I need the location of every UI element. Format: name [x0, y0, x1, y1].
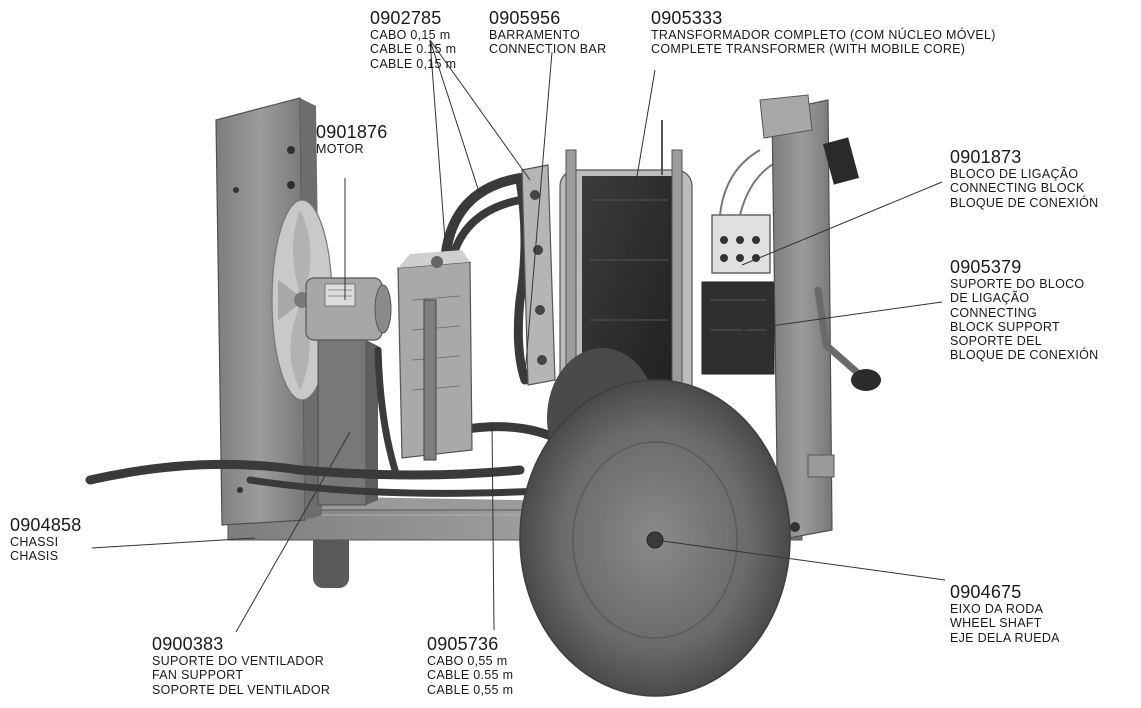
part-code: 0905333	[651, 8, 723, 28]
callout-transformer: 0905333 TRANSFORMADOR COMPLETO (COM NÚCL…	[651, 8, 996, 57]
part-desc: BLOQUE DE CONEXIÓN	[950, 195, 1099, 210]
callout-connecting-block-support: 0905379 SUPORTE DO BLOCO DE LIGAÇÃO CONN…	[950, 257, 1099, 362]
callout-motor: 0901876 MOTOR	[316, 122, 387, 156]
part-code: 0904858	[10, 515, 82, 535]
part-desc: SUPORTE DO BLOCO	[950, 277, 1085, 292]
part-desc: SOPORTE DEL	[950, 333, 1042, 348]
part-desc: BLOCK SUPPORT	[950, 319, 1060, 334]
callout-wheel-shaft: 0904675 EIXO DA RODA WHEEL SHAFT EJE DEL…	[950, 582, 1060, 645]
part-desc: FAN SUPPORT	[152, 668, 244, 683]
adjustment-handle	[814, 286, 881, 391]
part-desc: CABLE 0,55 m	[427, 682, 514, 697]
rectifier-block	[397, 250, 473, 461]
part-desc: CHASSI	[10, 535, 59, 550]
part-code: 0905379	[950, 257, 1022, 277]
rear-foot	[313, 530, 349, 588]
callout-connecting-block: 0901873 BLOCO DE LIGAÇÃO CONNECTING BLOC…	[950, 147, 1099, 210]
part-desc: EJE DELA RUEDA	[950, 630, 1060, 645]
callout-chassis: 0904858 CHASSI CHASIS	[10, 515, 81, 564]
fan-support	[317, 339, 367, 506]
callout-fan-support: 0900383 SUPORTE DO VENTILADOR FAN SUPPOR…	[152, 634, 330, 697]
part-desc: CABLE 0,15 m	[370, 56, 457, 71]
fan-blades	[271, 199, 333, 401]
part-desc: BLOQUE DE CONEXIÓN	[950, 347, 1099, 362]
transformer	[559, 120, 693, 481]
part-desc: COMPLETE TRANSFORMER (WITH MOBILE CORE)	[651, 42, 966, 57]
part-code: 0904675	[950, 582, 1022, 602]
callout-connection-bar: 0905956 BARRAMENTO CONNECTION BAR	[489, 8, 606, 57]
rear-panel	[759, 94, 859, 541]
part-desc: CHASIS	[10, 549, 59, 564]
part-code: 0905956	[489, 8, 561, 28]
part-code: 0902785	[370, 8, 442, 28]
part-desc: TRANSFORMADOR COMPLETO (COM NÚCLEO MÓVEL…	[651, 28, 996, 43]
part-desc: WHEEL SHAFT	[950, 616, 1042, 631]
part-desc: BLOCO DE LIGAÇÃO	[950, 167, 1079, 182]
part-desc: CABLE 0.15 m	[370, 42, 457, 57]
part-desc: SOPORTE DEL VENTILADOR	[152, 682, 331, 697]
part-desc: SUPORTE DO VENTILADOR	[152, 654, 325, 669]
part-code: 0901876	[316, 122, 388, 142]
callout-cable-0-15: 0902785 CABO 0,15 m CABLE 0.15 m CABLE 0…	[370, 8, 456, 71]
part-desc: CABLE 0.55 m	[427, 668, 514, 683]
connecting-block-support	[701, 281, 775, 375]
callout-cable-0-55: 0905736 CABO 0,55 m CABLE 0.55 m CABLE 0…	[427, 634, 513, 697]
part-desc: DE LIGAÇÃO	[950, 291, 1030, 306]
part-desc: EIXO DA RODA	[950, 602, 1044, 617]
leader-lines	[91, 39, 946, 633]
part-desc: CABO 0,15 m	[370, 28, 451, 43]
part-code: 0905736	[427, 634, 499, 654]
part-desc: CONNECTING	[950, 305, 1038, 320]
motor	[305, 277, 392, 341]
part-desc: MOTOR	[316, 142, 364, 157]
part-code: 0901873	[950, 147, 1022, 167]
part-desc: BARRAMENTO	[489, 28, 580, 43]
connecting-block	[711, 149, 781, 274]
part-desc: CONNECTING BLOCK	[950, 181, 1085, 196]
part-desc: CONNECTION BAR	[489, 42, 607, 57]
part-desc: CABO 0,55 m	[427, 654, 508, 669]
part-code: 0900383	[152, 634, 224, 654]
